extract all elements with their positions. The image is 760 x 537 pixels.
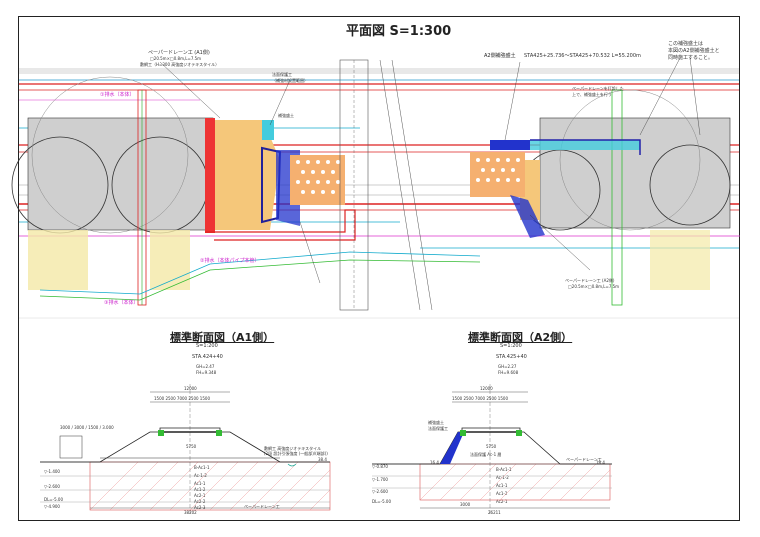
section-a2-reinf-label: 補強盛土: [428, 420, 444, 425]
section-a2-fh: FH=9.608: [498, 370, 519, 375]
section-a1-layer-5: Ac2-1: [194, 493, 206, 498]
section-a2-layer-5: Ac2-1: [496, 499, 508, 504]
section-a2-slope-label: 法面保護工: [428, 426, 448, 431]
pipe-label-3: ③排水（本体）: [104, 300, 139, 306]
section-a1-left-dims: 3000 / 3000 / 1500 / 3.000: [60, 425, 114, 430]
callout-sta-range: STA425+25.736～STA425+70.532 L=55.200m: [524, 53, 641, 59]
section-a1-layer-6: Ac2-2: [194, 499, 206, 504]
section-a2-right-num: 18.4: [596, 460, 605, 465]
section-a1-dim-sub: 1500 2500 7000 2500 1500: [154, 396, 210, 401]
callout-reinforced: 補強盛土: [278, 113, 294, 118]
section-a2-level-2: ▽-1.700: [372, 477, 388, 482]
section-a2-layer-2: Ac-1-2: [496, 475, 509, 480]
callout-slope-top: 法面保護工: [272, 72, 292, 77]
section-a2-slope-label-2: 法面保護 Ac-1 層: [470, 452, 502, 457]
section-a1-fh: FH=9.348: [196, 370, 217, 375]
callout-drain-a1: ペーパードレーン工 (A1側): [148, 50, 210, 56]
section-a1-layer-3: Ac1-1: [194, 481, 206, 486]
callout-drain-note: ペーパードレーンを打設した: [572, 86, 624, 91]
section-a1-layer-7: Ac2-3: [194, 505, 206, 510]
section-a2-dim-base: 26211: [488, 510, 501, 515]
section-a1-level-1: ▽-1.400: [44, 469, 60, 474]
section-a1-layer-4: Ac1-2: [194, 487, 206, 492]
section-a1-gh: GH=2.47: [196, 364, 215, 369]
note-line-1: この補強盛土は: [668, 41, 704, 47]
section-a2-layer-4: Ac1-2: [496, 491, 508, 496]
section-a1-level-4: ▽-4.900: [44, 504, 60, 509]
note-line-2: 本図のA2側補強盛土と: [668, 48, 720, 54]
section-a1-dim-base: 38202: [184, 510, 197, 515]
section-a2-level-4: DL=-5.00: [372, 499, 392, 504]
section-a2-level-1: ▽-0.870: [372, 464, 388, 469]
section-a1-right-num: 38.4: [318, 457, 327, 462]
section-a1-layer-2: Ac-1-2: [194, 473, 207, 478]
section-a2-sta: STA.425+40: [496, 354, 527, 360]
section-a2-layer-1: B-Ac1-1: [496, 467, 512, 472]
section-a1-layer-1: B-Ac1-1: [194, 465, 210, 470]
section-a2-dim-top: 12000: [480, 386, 493, 391]
callout-drain-a1-spec: □20.5m×□0.8m,L=7.5m: [150, 56, 202, 61]
callout-drain-note-2: 上で、補強盛土を行う: [572, 92, 612, 97]
section-a2-left-num: 16.4: [430, 460, 439, 465]
callout-a2-retaining: A2側補強盛土: [484, 53, 516, 59]
section-a2-title: 標準断面図（A2側）: [468, 331, 573, 344]
pipe-label-2: ②排水（本体パイプ本管）: [200, 258, 260, 264]
pipe-label-1: ①排水（本体）: [100, 92, 135, 98]
section-a1-title: 標準断面図（A1側）: [170, 331, 275, 344]
section-a1-sta: STA.424+40: [192, 354, 223, 360]
section-a1-dim-top: 12000: [184, 386, 197, 391]
section-a1-scale: S=1:200: [196, 343, 218, 349]
callout-drain-a2: ペーパードレーン工 (A2側): [565, 278, 615, 283]
section-a2-level-3: ▽-2.600: [372, 489, 388, 494]
section-a2-dim-mid: 5750: [486, 444, 497, 449]
section-a1-dim-mid: 5750: [186, 444, 197, 449]
section-a2-dim-sub: 1500 2500 7000 2500 1500: [452, 396, 508, 401]
section-a2-scale: S=1:200: [500, 343, 522, 349]
section-a1-level-3: DL=-5.00: [44, 497, 64, 502]
callout-slope-top-2: （補強材設置範囲）: [272, 78, 308, 83]
plan-title: 平面図 S=1:300: [346, 24, 452, 39]
section-a2-layer-3: Ac1-1: [496, 483, 508, 488]
note-line-3: 同時施工すること。: [668, 55, 714, 61]
section-a1-level-2: ▽-2.600: [44, 484, 60, 489]
section-a1-drain-label: ペーパードレーン工: [244, 504, 280, 509]
section-a2-base-small: 3000: [460, 502, 471, 507]
drawing-frame: [18, 16, 740, 521]
callout-sheet: 敷網工（H=300 高強度ジオテキスタイル）: [140, 62, 220, 67]
callout-drain-a2-spec: □20.5m×□0.8m,L=7.5m: [568, 284, 620, 289]
section-a2-gh: GH=2.27: [498, 364, 517, 369]
